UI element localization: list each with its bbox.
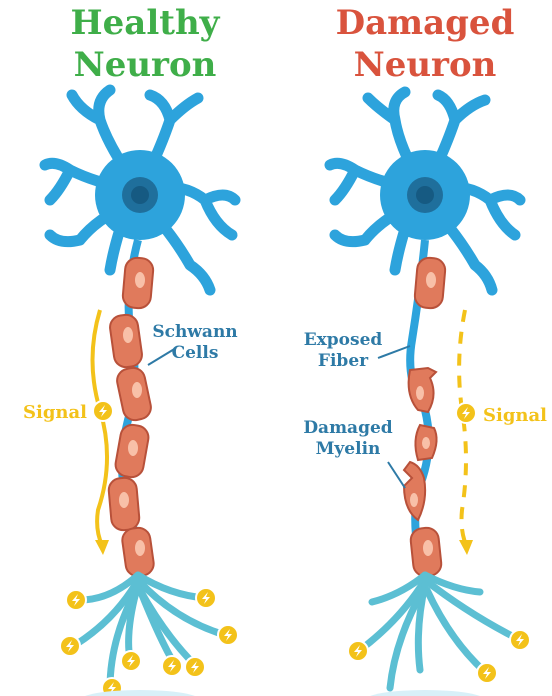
healthy-signal-arrow: [93, 310, 114, 555]
signal-label-left: Signal: [20, 402, 90, 423]
healthy-neuron: [45, 90, 238, 696]
damaged-myelin-pointer-line: [388, 462, 405, 488]
signal-label-right: Signal: [480, 405, 550, 426]
damaged-neuron: [330, 92, 530, 688]
healthy-signal-icon: [93, 401, 113, 421]
exposed-fiber-label: Exposed Fiber: [298, 330, 388, 372]
healthy-myelin-sheaths: [108, 257, 155, 578]
damaged-signal-icon: [456, 403, 476, 423]
damaged-myelin-label: Damaged Myelin: [298, 418, 398, 460]
damaged-signal-arrow: [456, 310, 476, 555]
schwann-cells-label: Schwann Cells: [140, 322, 250, 364]
